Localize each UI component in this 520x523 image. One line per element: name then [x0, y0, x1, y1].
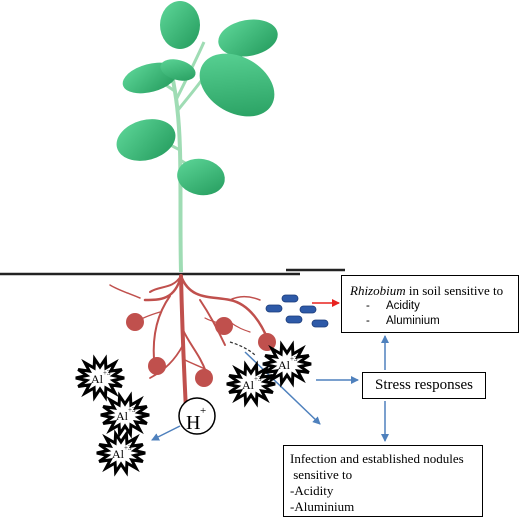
leaf — [160, 1, 200, 49]
bacterium — [281, 294, 299, 303]
root-nodule — [258, 333, 276, 351]
bacterium — [265, 304, 283, 313]
aluminium-ion-starburst — [262, 340, 312, 388]
aluminium-ion-charge: +3 — [128, 406, 136, 414]
aluminium-ion-symbol: Al — [112, 447, 125, 461]
leaf — [160, 59, 196, 81]
rhizobium-name: Rhizobium — [350, 283, 406, 298]
aluminium-ion-charge: +3 — [254, 375, 262, 383]
stress-responses-label: Stress responses — [375, 377, 473, 393]
hydrogen-ion-charge: + — [200, 405, 206, 417]
leaf — [116, 119, 176, 161]
aluminium-ion-starburst — [226, 360, 276, 408]
aluminium-ion: Al+3 — [226, 360, 276, 408]
leaf — [218, 19, 278, 57]
root-nodule — [126, 313, 144, 331]
aluminium-ion-charge: +3 — [124, 444, 132, 452]
root-nodules — [126, 313, 276, 387]
leaf — [199, 53, 275, 117]
aluminium-ion-symbol: Al — [278, 358, 291, 372]
rhizobium-item-acidity: -Acidity — [366, 300, 420, 312]
rhizobium-sensitivity-box: Rhizobium in soil sensitive to -Acidity … — [341, 275, 519, 333]
root-nodule — [215, 317, 233, 335]
arrow-hydrogen-ion-release — [151, 425, 181, 441]
leaf — [177, 158, 225, 196]
aluminium-ion: Al+3 — [262, 340, 312, 388]
aluminium-ion: Al+3 — [75, 354, 125, 402]
aluminium-ion-symbol: Al — [116, 409, 129, 423]
nodule-box-line: -Aluminium — [290, 499, 355, 514]
aluminium-ion-charge: +3 — [103, 369, 111, 377]
hydrogen-ion-symbol: H — [186, 412, 200, 434]
bacterium — [299, 305, 317, 314]
aluminium-ions: Al+3Al+3Al+3Al+3Al+3 — [75, 340, 312, 477]
rhizobium-bacteria — [265, 294, 329, 328]
bacterium — [285, 315, 303, 324]
infection-dashed-line — [229, 341, 257, 357]
hydrogen-ion: H + — [178, 397, 216, 435]
aluminium-ion-symbol: Al — [242, 378, 255, 392]
aluminium-ion: Al+3 — [96, 429, 146, 477]
soybean-plant — [116, 1, 278, 273]
nodule-sensitivity-box: Infection and established nodules sensit… — [283, 445, 483, 517]
nodule-box-line: -Acidity — [290, 483, 334, 498]
aluminium-ion-starburst — [96, 429, 146, 477]
aluminium-ion-charge: +3 — [290, 355, 298, 363]
aluminium-ion: Al+3 — [100, 391, 150, 439]
aluminium-ion-symbol: Al — [91, 372, 104, 386]
nodule-box-line: Infection and established nodules — [290, 451, 464, 466]
rhizobium-box-title: Rhizobium in soil sensitive to — [350, 282, 512, 299]
hydrogen-ion-circle — [178, 397, 216, 435]
rhizobium-title-rest: in soil sensitive to — [405, 283, 504, 298]
plant-stem — [170, 74, 183, 273]
root-nodule — [148, 357, 166, 375]
aluminium-ion-starburst — [75, 354, 125, 402]
stress-responses-box: Stress responses — [362, 372, 486, 399]
nodule-box-line: sensitive to — [290, 467, 353, 482]
aluminium-ion-starburst — [100, 391, 150, 439]
rhizobium-item-aluminium: -Aluminium — [366, 315, 440, 327]
root-nodule — [195, 369, 213, 387]
bacterium — [311, 319, 329, 328]
